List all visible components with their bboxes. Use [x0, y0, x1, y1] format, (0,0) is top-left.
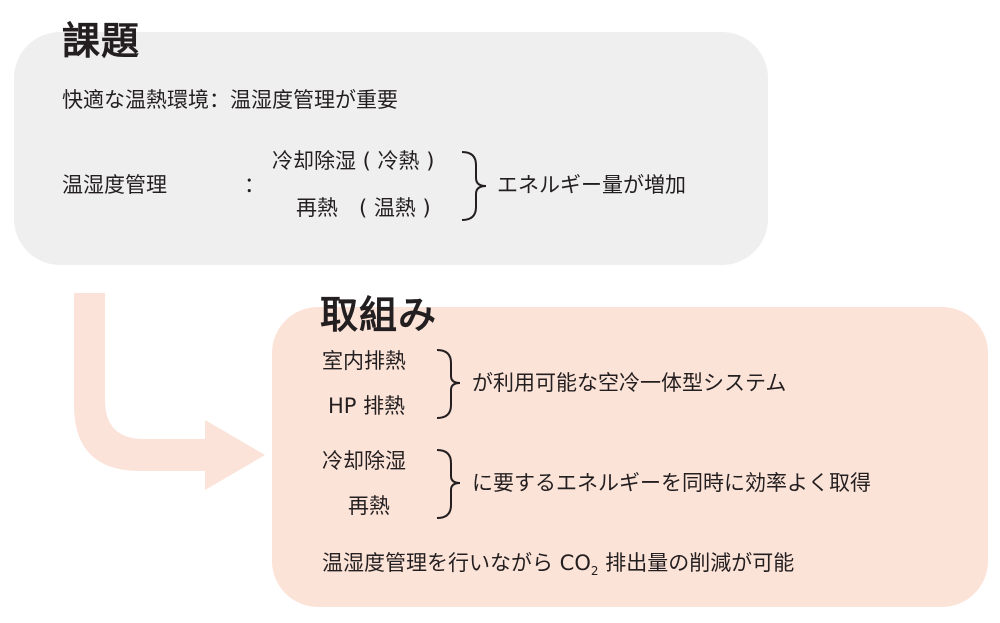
action-g2-result: に要するエネルギーを同時に効率よく取得: [472, 471, 871, 495]
issue-item-reheat: 再熱 ( 温熱 ): [296, 196, 431, 220]
issue-box: [14, 32, 768, 265]
action-g1-item1: 室内排熱: [322, 349, 406, 373]
action-box: [272, 307, 988, 607]
brace-icon: [436, 449, 461, 519]
action-g1-item2: HP 排熱: [328, 394, 406, 418]
action-conclusion: 温湿度管理を行いながら CO2 排出量の削減が可能: [322, 550, 794, 584]
conclusion-pre: 温湿度管理を行いながら CO: [322, 551, 591, 575]
action-g2-item2: 再熱: [348, 494, 390, 518]
issue-line1: 快適な温熱環境：温湿度管理が重要: [62, 88, 398, 112]
conclusion-post: 排出量の削減が可能: [598, 551, 795, 575]
issue-result: エネルギー量が増加: [497, 173, 686, 197]
action-title: 取組み: [320, 293, 438, 337]
issue-item-cooling: 冷却除湿 ( 冷熱 ): [272, 149, 435, 173]
issue-title: 課題: [62, 19, 141, 63]
brace-icon: [436, 349, 461, 419]
conclusion-subscript: 2: [590, 564, 599, 579]
arrow-shape: [74, 293, 265, 490]
action-g2-item1: 冷却除湿: [322, 449, 406, 473]
action-g1-result: が利用可能な空冷一体型システム: [472, 371, 787, 395]
issue-colon: ：: [244, 173, 265, 197]
issue-label: 温湿度管理: [62, 173, 167, 197]
brace-icon: [461, 151, 487, 221]
